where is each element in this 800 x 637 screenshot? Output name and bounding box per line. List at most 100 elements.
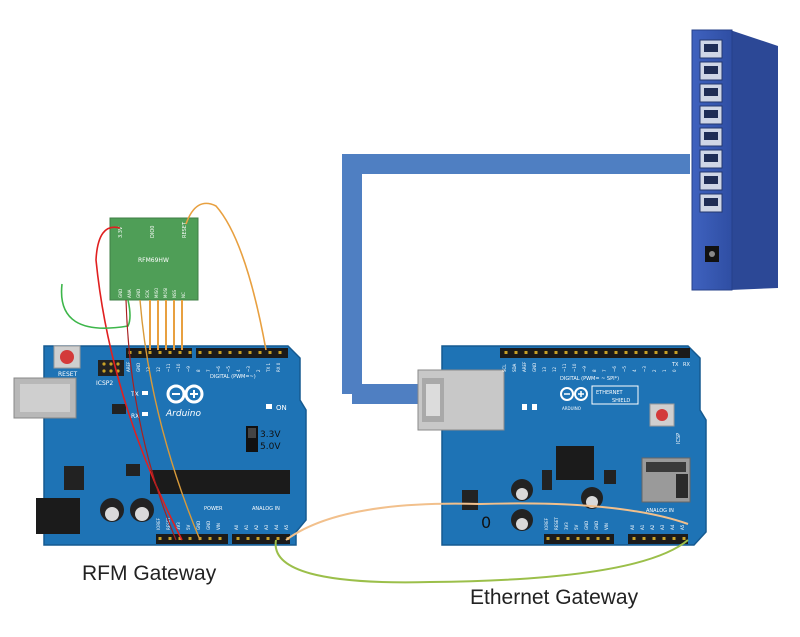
pin-label: 8 (592, 369, 597, 372)
pin-label: ~3 (246, 366, 251, 372)
pin-label: RESET (554, 517, 559, 530)
pin-socket (158, 351, 162, 354)
pin-label: A5 (284, 524, 289, 530)
pin-socket (236, 537, 240, 540)
pin-label: 12 (156, 366, 161, 372)
pin-label: 7 (206, 369, 211, 372)
pin-label: GND (532, 363, 537, 372)
pin-label: AREF (126, 361, 131, 372)
ethernet-cable (342, 154, 690, 404)
eth-analog-label: ANALOG IN (646, 508, 674, 514)
pin-label: 3V3 (176, 522, 181, 530)
microcontroller-chip (150, 470, 290, 494)
eth-zero-label: 0 (481, 513, 491, 532)
wire-green-short (60, 283, 131, 329)
eth-reset-button (656, 409, 668, 421)
pin-label: IOREF (156, 517, 161, 530)
icsp2-label: ICSP2 (96, 380, 113, 387)
pin-socket (178, 351, 182, 354)
pin-label: ~9 (186, 366, 191, 372)
wire-peach (285, 502, 689, 541)
wires (60, 202, 689, 584)
arduino-ethernet-logo-icon (560, 385, 639, 405)
pin-label: VIN (216, 523, 221, 530)
pin-label: NC (181, 292, 186, 298)
pin-label: A2 (650, 524, 655, 530)
pin-socket (682, 537, 686, 540)
eth-rx-label: RX (683, 362, 690, 368)
pin-label: 13 (542, 366, 547, 372)
pin-label: RESET (166, 517, 171, 530)
pin-socket (188, 537, 192, 540)
eth-analog-header (628, 534, 688, 544)
pin-socket (662, 537, 666, 540)
wire-olive (274, 539, 689, 584)
pin-socket (556, 537, 560, 540)
arduino-board-rfm: RESET ICSP2 TX RX ON Arduino 3 (13, 345, 307, 546)
pin-label: GND (584, 521, 589, 530)
pin-label: RX 0 (276, 362, 281, 372)
pin-label: ~6 (216, 366, 221, 372)
pin-label: A4 (274, 524, 279, 530)
wire-red (95, 226, 183, 541)
w5100-chip (556, 446, 594, 480)
pin-label: A3 (660, 524, 665, 530)
arduino-ethernet-shield: DIGITAL (PWM= ~ SPI*) ANALOG IN TX RX AR… (417, 345, 707, 546)
pin-socket (188, 351, 192, 354)
pin-label: GND (594, 521, 599, 530)
pin-label: A1 (244, 524, 249, 530)
pin-label: ~5 (622, 366, 627, 372)
network-switch (691, 29, 778, 291)
analog-header (232, 534, 290, 544)
pin-label: A5 (680, 524, 685, 530)
eth-logo-left: ARDUINO (562, 406, 581, 411)
pin-socket (586, 537, 590, 540)
reset-label: RESET (58, 371, 78, 378)
caption-ethernet-gateway: Ethernet Gateway (470, 586, 639, 609)
pin-label: ~5 (226, 366, 231, 372)
pin-socket (246, 537, 250, 540)
pin-socket (138, 351, 142, 354)
pin-label: ~10 (572, 363, 577, 372)
pin-socket (268, 351, 272, 354)
pin-socket (218, 351, 222, 354)
pin-socket (642, 537, 646, 540)
pin-label: 5V (574, 524, 579, 530)
pin-socket (606, 537, 610, 540)
pin-label: ~3 (642, 366, 647, 372)
pin-label: 0 (672, 369, 677, 372)
pin-label: 4 (632, 369, 637, 372)
eth-icsp-label: ICSP (676, 433, 682, 444)
pin-socket (524, 351, 528, 354)
pin-socket (554, 351, 558, 354)
pin-label: 5V (186, 524, 191, 530)
pin-socket (652, 537, 656, 540)
digital-label: DIGITAL (PWM=~) (210, 374, 256, 380)
pin-label: GND (206, 521, 211, 530)
pin-socket (576, 537, 580, 540)
pin-socket (632, 537, 636, 540)
eth-logo-sub: SHIELD (612, 398, 630, 404)
pin-socket (674, 351, 678, 354)
pin-socket (504, 351, 508, 354)
rx-label: RX (131, 413, 139, 420)
pin-label: GND (196, 521, 201, 530)
pin-socket (624, 351, 628, 354)
pin-socket (266, 537, 270, 540)
pin-socket (208, 537, 212, 540)
pin-label: IOREF (544, 517, 549, 530)
pin-label: GND (136, 289, 141, 298)
caption-rfm-gateway: RFM Gateway (82, 562, 217, 585)
pin-socket (534, 351, 538, 354)
pin-label: 4 (236, 369, 241, 372)
pin-label: RESET (182, 221, 188, 238)
pin-label: A1 (640, 524, 645, 530)
pin-socket (596, 537, 600, 540)
pin-socket (228, 351, 232, 354)
pin-label: ~11 (562, 363, 567, 372)
pin-label: SCK (145, 290, 150, 298)
pin-socket (278, 351, 282, 354)
